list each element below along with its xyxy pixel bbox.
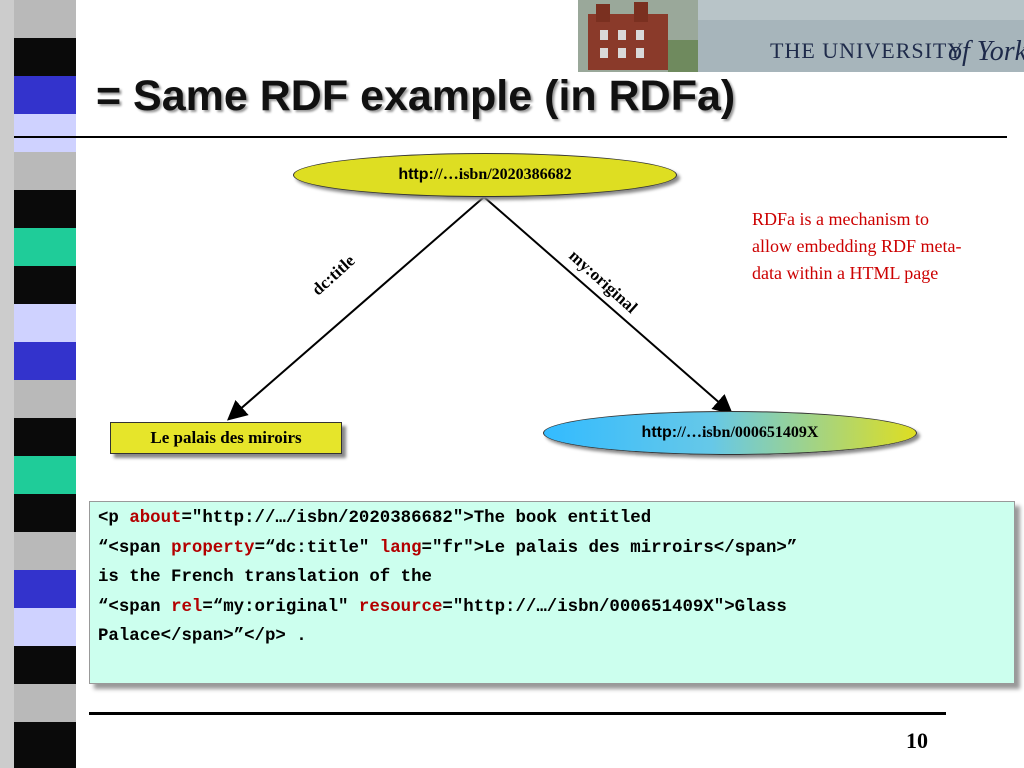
code-line-3: is the French translation of the	[98, 568, 432, 587]
code-line-1: <p about="http://…/isbn/2020386682">The …	[98, 509, 652, 528]
slide-title: = Same RDF example (in RDFa)	[96, 72, 736, 120]
edge-dc-title	[226, 196, 485, 421]
svg-text:of York: of York	[948, 36, 1024, 67]
edge-my-original	[483, 196, 734, 415]
title-divider	[14, 136, 1007, 138]
code-line-4: “<span rel=“my:original" resource="http:…	[98, 597, 787, 617]
code-line-5: Palace</span>”</p> .	[98, 627, 307, 646]
edge-label-my-original: my:original	[565, 246, 642, 317]
footer-divider	[89, 712, 946, 715]
target-resource-node: http://…isbn/000651409X	[543, 411, 917, 455]
code-example: <p about="http://…/isbn/2020386682">The …	[89, 501, 1015, 684]
banner-logo-text: THE UNIVERSITY	[770, 38, 964, 63]
root-resource-node: http://…isbn/2020386682	[293, 153, 677, 197]
literal-node: Le palais des miroirs	[110, 422, 342, 454]
decorative-stripe	[0, 0, 90, 768]
literal-node-label: Le palais des miroirs	[150, 428, 302, 447]
edge-label-dc-title: dc:title	[308, 250, 359, 300]
university-banner: THE UNIVERSITY of York	[578, 0, 1024, 72]
rdfa-note: RDFa is a mechanism to allow embedding R…	[752, 209, 962, 283]
page-number: 10	[906, 728, 928, 753]
code-line-2: “<span property=“dc:title" lang="fr">Le …	[98, 538, 798, 558]
